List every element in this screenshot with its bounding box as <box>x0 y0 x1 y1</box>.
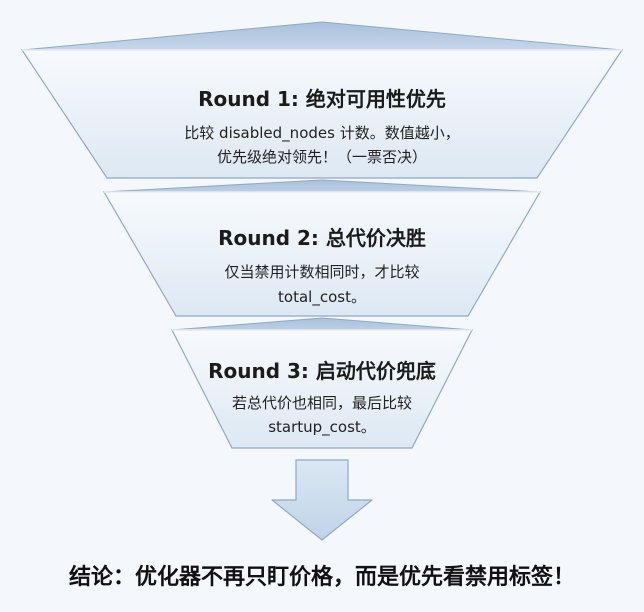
down-arrow-icon <box>271 459 373 541</box>
funnel-stage-2: Round 2: 总代价决胜 仅当禁用计数相同时，才比较 total_cost。 <box>102 179 542 317</box>
funnel-stage-1: Round 1: 绝对可用性优先 比较 disabled_nodes 计数。数值… <box>20 21 624 179</box>
round-1-title: Round 1: 绝对可用性优先 <box>198 87 446 111</box>
round-1-desc-line-1: 比较 disabled_nodes 计数。数值越小， <box>184 124 459 143</box>
round-3-title: Round 3: 启动代价兜底 <box>208 359 436 383</box>
conclusion-text: 结论：优化器不再只盯价格，而是优先看禁用标签！ <box>69 564 575 590</box>
round-3-desc-line-2: startup_cost。 <box>268 418 376 437</box>
round-2-title: Round 2: 总代价决胜 <box>218 226 426 250</box>
round-3-desc-line-1: 若总代价也相同，最后比较 <box>232 394 412 412</box>
round-2-desc-line-1: 仅当禁用计数相同时，才比较 <box>224 263 419 281</box>
round-1-desc-line-2: 优先级绝对领先！（一票否决） <box>217 148 427 166</box>
round-2-desc-line-2: total_cost。 <box>278 288 366 307</box>
funnel-stage-3: Round 3: 启动代价兜底 若总代价也相同，最后比较 startup_cos… <box>171 317 473 449</box>
